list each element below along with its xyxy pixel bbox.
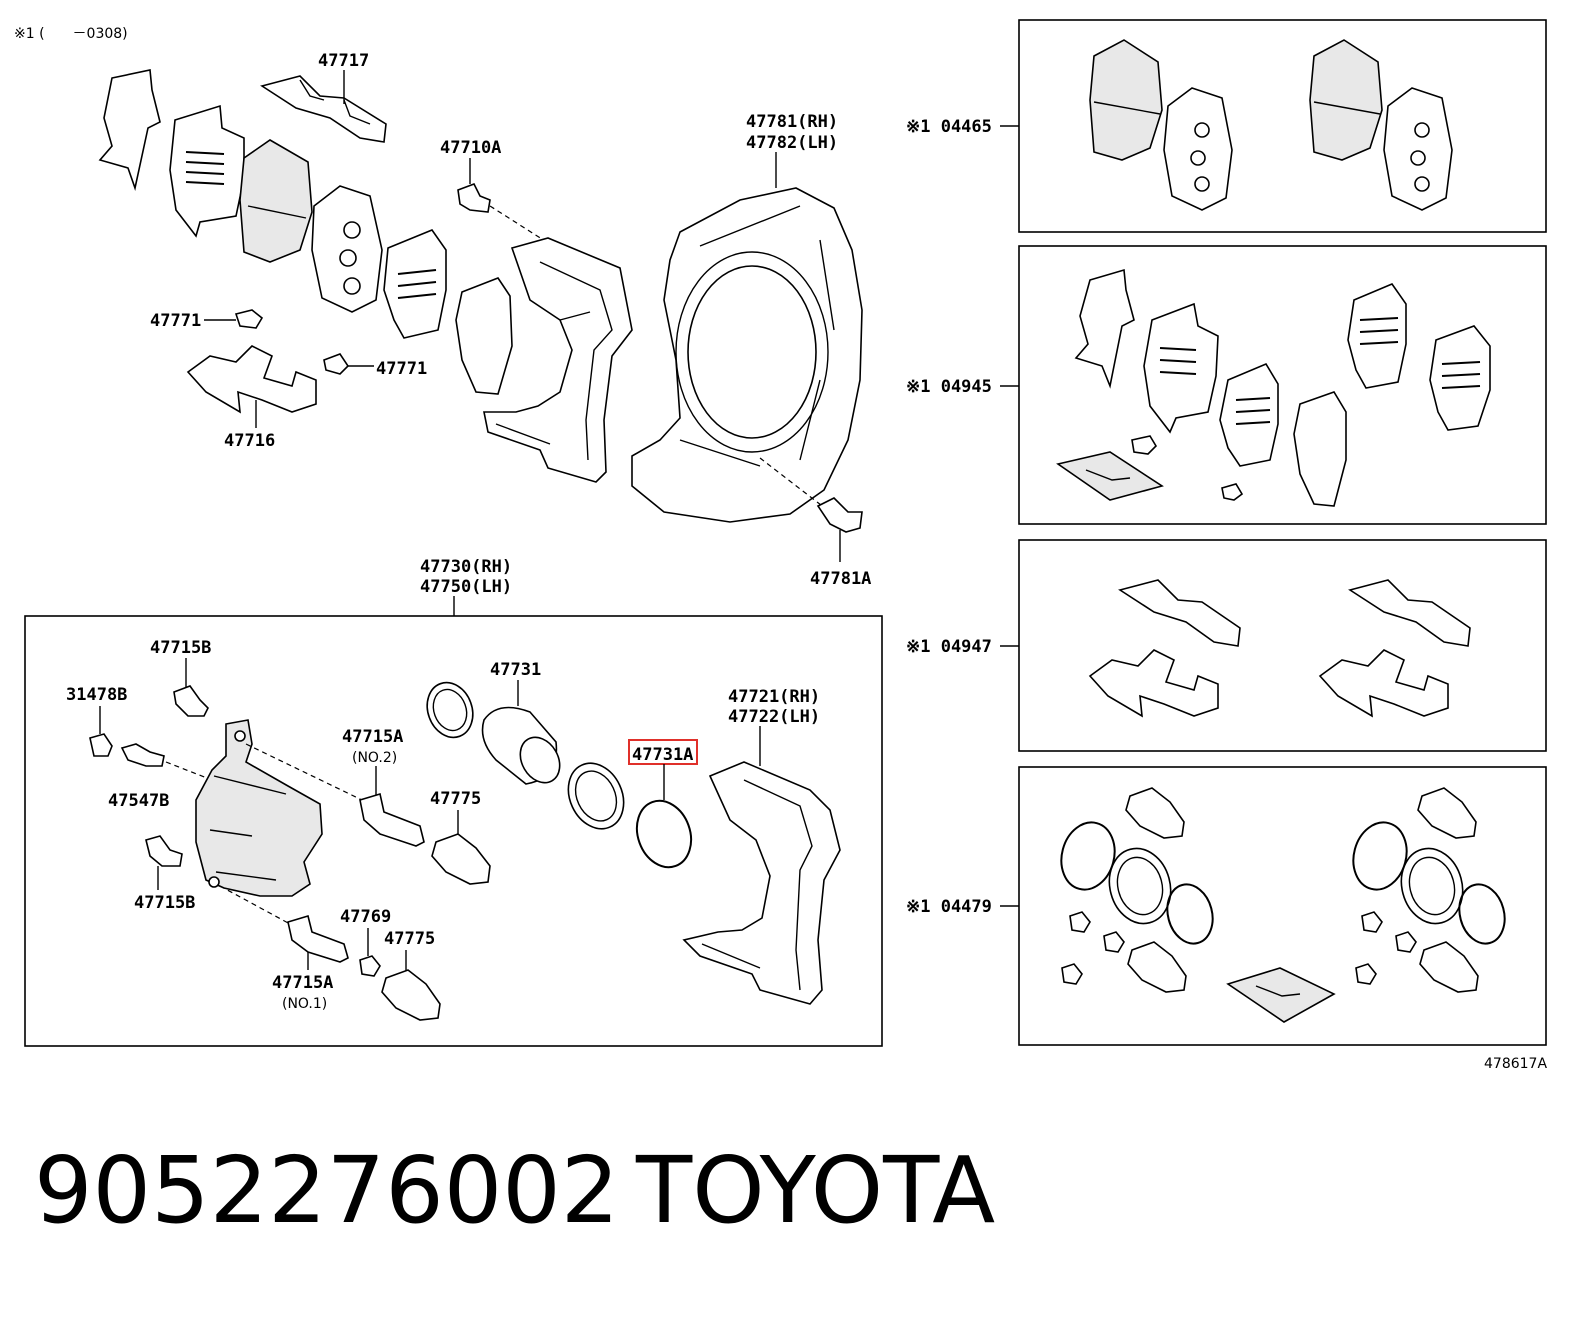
callout-47716: 47716 bbox=[224, 431, 275, 451]
guide-pin-part bbox=[359, 792, 425, 847]
caliper-mount-part bbox=[483, 237, 633, 483]
caliper-assembly-box bbox=[24, 615, 883, 1047]
callout-31478B: 31478B bbox=[66, 685, 127, 705]
callout-47715B-bottom: 47715B bbox=[134, 893, 195, 913]
bolt-part bbox=[457, 182, 491, 213]
diagram-id: 478617A bbox=[1484, 1056, 1547, 1072]
callout-47722lh: 47722(LH) bbox=[728, 707, 820, 727]
callout-47715A-no2: 47715A bbox=[342, 727, 403, 747]
shim-part bbox=[98, 69, 161, 191]
callout-47771-a: 47771 bbox=[150, 311, 201, 331]
bleeder-part bbox=[145, 835, 183, 867]
clip-part bbox=[323, 353, 350, 375]
bushing-part bbox=[120, 743, 165, 767]
brake-pad-part bbox=[239, 139, 313, 263]
caliper-bracket-part bbox=[682, 761, 841, 1005]
highlight-box bbox=[628, 739, 698, 765]
kit-label-04947: ※1 04947 bbox=[906, 637, 992, 657]
kit-box-04945 bbox=[1018, 245, 1547, 525]
callout-47731A: 47731A bbox=[632, 745, 693, 765]
pad-support-plate-part bbox=[260, 75, 387, 143]
callout-47781rh: 47781(RH) bbox=[746, 112, 838, 132]
bolt-part bbox=[816, 497, 863, 533]
callout-no1: (NO.1) bbox=[282, 996, 327, 1012]
callout-47775-a: 47775 bbox=[430, 789, 481, 809]
guide-pin-part bbox=[287, 914, 349, 963]
callout-47769: 47769 bbox=[340, 907, 391, 927]
kit-label-04945: ※1 04945 bbox=[906, 377, 992, 397]
clip-part bbox=[234, 309, 264, 329]
brand-name: TOYOTA bbox=[635, 1137, 995, 1244]
callout-no2: (NO.2) bbox=[352, 750, 397, 766]
cap-part bbox=[89, 733, 113, 757]
piston-seal-part bbox=[635, 799, 693, 869]
callout-47721rh: 47721(RH) bbox=[728, 687, 820, 707]
shim-part bbox=[455, 277, 513, 395]
callout-47781A: 47781A bbox=[810, 569, 871, 589]
callout-47717: 47717 bbox=[318, 51, 369, 71]
callout-47710A: 47710A bbox=[440, 138, 501, 158]
bleeder-part bbox=[173, 685, 209, 717]
piston-boot-part bbox=[426, 681, 474, 739]
callout-47731: 47731 bbox=[490, 660, 541, 680]
callout-47782lh: 47782(LH) bbox=[746, 133, 838, 153]
caliper-body-part bbox=[195, 719, 323, 897]
callout-47775-b: 47775 bbox=[384, 929, 435, 949]
pad-plate-part bbox=[169, 104, 245, 238]
callout-47730rh: 47730(RH) bbox=[420, 557, 512, 577]
callout-47715A-no1: 47715A bbox=[272, 973, 333, 993]
anti-rattle-plate-part bbox=[186, 345, 317, 414]
piston-boot-part bbox=[567, 762, 625, 830]
kit-label-04465: ※1 04465 bbox=[906, 117, 992, 137]
boot-part bbox=[431, 833, 491, 885]
callout-47771-b: 47771 bbox=[376, 359, 427, 379]
callout-47715B-top: 47715B bbox=[150, 638, 211, 658]
callout-47547B: 47547B bbox=[108, 791, 169, 811]
kit-label-04479: ※1 04479 bbox=[906, 897, 992, 917]
part-number: 9052276002 bbox=[34, 1137, 619, 1244]
bushing-part bbox=[359, 955, 381, 977]
boot-part bbox=[381, 969, 441, 1021]
header-note: ※1 ( －0308) bbox=[14, 26, 128, 42]
brake-pad-part bbox=[311, 185, 383, 313]
callout-47750lh: 47750(LH) bbox=[420, 577, 512, 597]
